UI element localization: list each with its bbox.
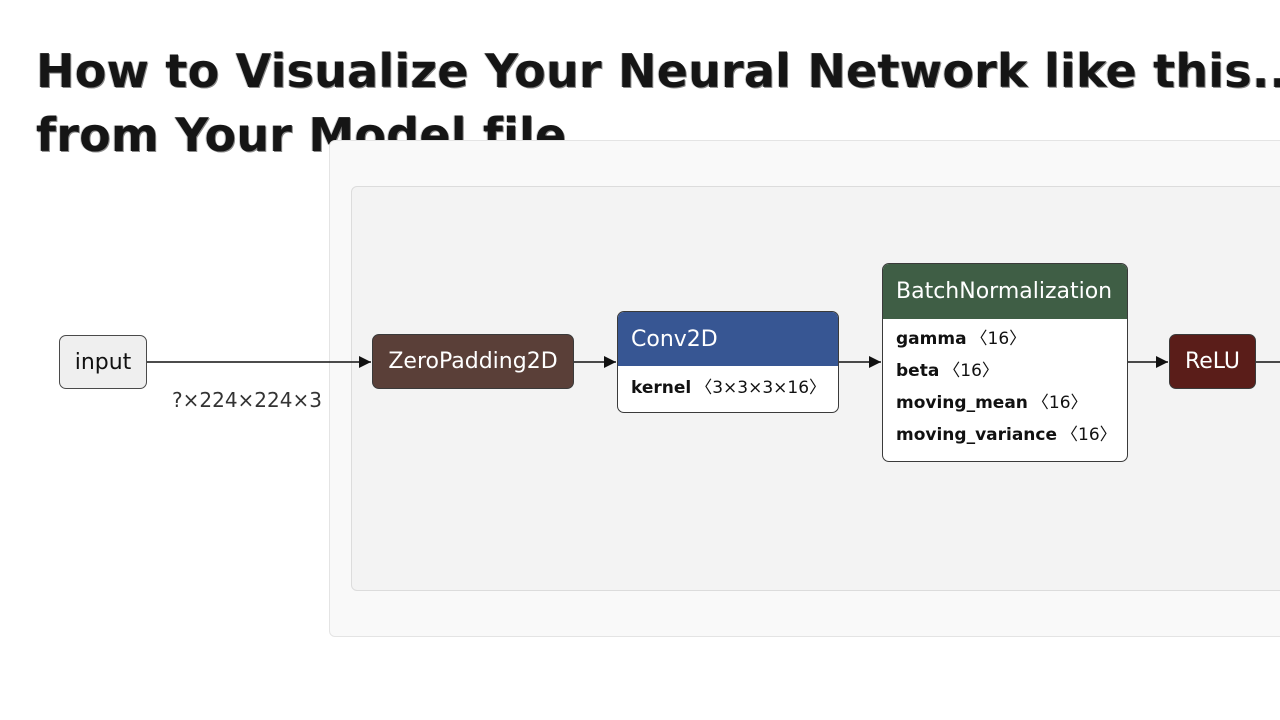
attr-shape: 〈16〉 <box>943 361 999 381</box>
node-input[interactable]: input <box>59 335 147 389</box>
attr-shape: 〈16〉 <box>1061 425 1117 445</box>
node-batchnormalization-attributes: gamma〈16〉 beta〈16〉 moving_mean〈16〉 movin… <box>883 319 1127 451</box>
node-relu-label: ReLU <box>1184 349 1241 374</box>
attr-shape: 〈16〉 <box>1031 393 1088 413</box>
node-batchnormalization-header: BatchNormalization <box>883 264 1127 319</box>
attr-name: kernel <box>631 378 692 398</box>
node-conv2d-header: Conv2D <box>618 312 838 366</box>
node-conv2d[interactable]: Conv2D kernel〈3×3×3×16〉 <box>617 311 839 413</box>
attr-name: gamma <box>896 329 967 349</box>
attr-row: gamma〈16〉 <box>896 323 1127 355</box>
attr-row: moving_mean〈16〉 <box>896 387 1127 419</box>
attr-row: kernel〈3×3×3×16〉 <box>631 372 838 404</box>
node-zeropadding2d-label: ZeroPadding2D <box>388 349 558 374</box>
page-title-line-1: How to Visualize Your Neural Network lik… <box>36 44 1280 98</box>
attr-name: moving_mean <box>896 393 1028 413</box>
node-zeropadding2d[interactable]: ZeroPadding2D <box>372 334 574 389</box>
node-relu[interactable]: ReLU <box>1169 334 1256 389</box>
attr-name: beta <box>896 361 940 381</box>
node-batchnormalization[interactable]: BatchNormalization gamma〈16〉 beta〈16〉 mo… <box>882 263 1128 462</box>
edge-label-input-shape: ?×224×224×3 <box>172 388 322 412</box>
attr-name: moving_variance <box>896 425 1058 445</box>
attr-row: beta〈16〉 <box>896 355 1127 387</box>
node-conv2d-attributes: kernel〈3×3×3×16〉 <box>618 366 838 404</box>
attr-shape: 〈16〉 <box>970 329 1027 349</box>
node-input-label: input <box>74 349 132 375</box>
attr-row: moving_variance〈16〉 <box>896 419 1127 451</box>
attr-shape: 〈3×3×3×16〉 <box>695 378 827 398</box>
